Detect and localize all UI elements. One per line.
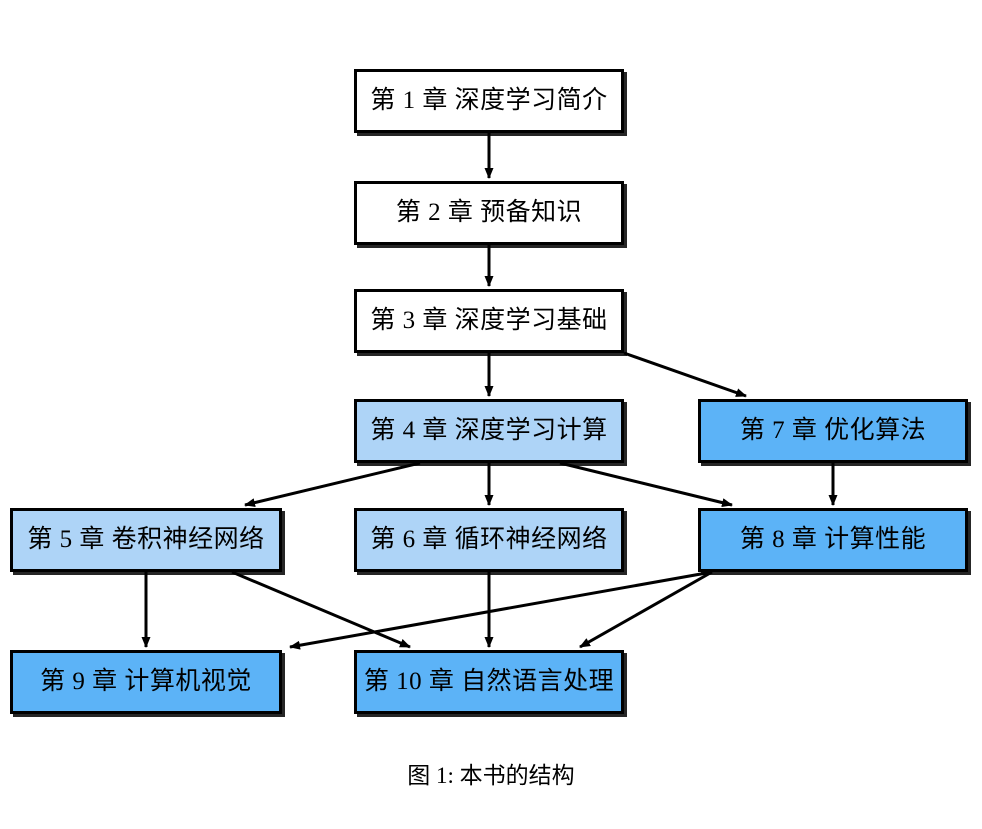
edge-ch3-to-ch7 — [623, 351, 747, 398]
node-label: 第 8 章 计算性能 — [739, 526, 927, 554]
edge-ch8-to-ch9 — [289, 570, 713, 650]
edge-ch4-to-ch8 — [559, 461, 733, 507]
node-ch2[interactable]: 第 2 章 预备知识 — [354, 181, 624, 245]
node-ch10[interactable]: 第 10 章 自然语言处理 — [354, 650, 624, 714]
node-label: 第 6 章 循环神经网络 — [370, 526, 608, 554]
node-ch3[interactable]: 第 3 章 深度学习基础 — [354, 289, 624, 353]
edge-ch4-to-ch5 — [244, 461, 421, 508]
node-ch9[interactable]: 第 9 章 计算机视觉 — [10, 650, 282, 714]
node-label: 第 4 章 深度学习计算 — [370, 417, 608, 445]
node-label: 第 5 章 卷积神经网络 — [27, 526, 265, 554]
node-label: 第 7 章 优化算法 — [739, 417, 927, 445]
node-ch8[interactable]: 第 8 章 计算性能 — [698, 508, 968, 572]
edge-ch8-to-ch10 — [579, 570, 713, 649]
node-ch1[interactable]: 第 1 章 深度学习简介 — [354, 69, 624, 133]
edge-ch5-to-ch10 — [231, 570, 411, 649]
node-label: 第 2 章 预备知识 — [395, 199, 583, 227]
node-label: 第 1 章 深度学习简介 — [370, 87, 608, 115]
figure-caption: 图 1: 本书的结构 — [407, 763, 575, 788]
node-ch5[interactable]: 第 5 章 卷积神经网络 — [10, 508, 282, 572]
node-label: 第 10 章 自然语言处理 — [363, 668, 615, 696]
node-label: 第 9 章 计算机视觉 — [40, 668, 252, 696]
node-ch6[interactable]: 第 6 章 循环神经网络 — [354, 508, 624, 572]
node-label: 第 3 章 深度学习基础 — [370, 307, 608, 335]
node-ch4[interactable]: 第 4 章 深度学习计算 — [354, 399, 624, 463]
node-ch7[interactable]: 第 7 章 优化算法 — [698, 399, 968, 463]
